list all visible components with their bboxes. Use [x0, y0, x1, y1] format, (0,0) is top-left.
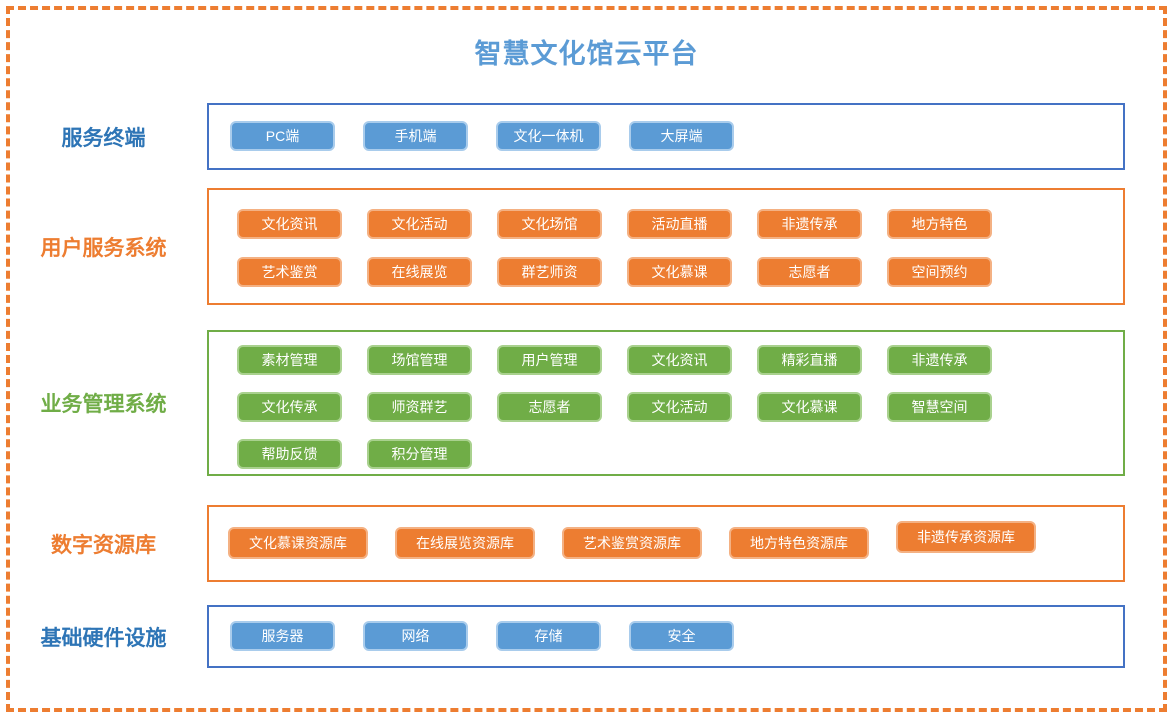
- terminal-pc[interactable]: PC端: [230, 121, 335, 151]
- business-mgmt-grid: 素材管理 场馆管理 用户管理 文化资讯 精彩直播 非遗传承 文化传承 师资群艺 …: [237, 345, 1123, 469]
- section-box-hardware: 服务器 网络 存储 安全: [207, 605, 1125, 668]
- res-online-exhibition-library[interactable]: 在线展览资源库: [395, 527, 535, 559]
- mgmt-culture-inheritance[interactable]: 文化传承: [237, 392, 342, 422]
- svc-art-appreciation[interactable]: 艺术鉴赏: [237, 257, 342, 287]
- mgmt-culture-news[interactable]: 文化资讯: [627, 345, 732, 375]
- section-label-terminals: 服务终端: [61, 126, 146, 150]
- mgmt-points[interactable]: 积分管理: [367, 439, 472, 469]
- mgmt-heritage[interactable]: 非遗传承: [887, 345, 992, 375]
- hardware-row: 服务器 网络 存储 安全: [230, 621, 1123, 651]
- section-label-hardware: 基础硬件设施: [40, 626, 167, 650]
- section-label-digital-resources: 数字资源库: [51, 533, 156, 557]
- svc-culture-news[interactable]: 文化资讯: [237, 209, 342, 239]
- section-box-terminals: PC端 手机端 文化一体机 大屏端: [207, 103, 1125, 170]
- svc-online-exhibition[interactable]: 在线展览: [367, 257, 472, 287]
- section-box-business-mgmt: 素材管理 场馆管理 用户管理 文化资讯 精彩直播 非遗传承 文化传承 师资群艺 …: [207, 330, 1125, 476]
- svc-volunteer[interactable]: 志愿者: [757, 257, 862, 287]
- mgmt-culture-mooc[interactable]: 文化慕课: [757, 392, 862, 422]
- svc-activity-live[interactable]: 活动直播: [627, 209, 732, 239]
- mgmt-venue[interactable]: 场馆管理: [367, 345, 472, 375]
- section-label-business-mgmt: 业务管理系统: [40, 393, 167, 416]
- mgmt-user[interactable]: 用户管理: [497, 345, 602, 375]
- section-box-digital-resources: 文化慕课资源库 在线展览资源库 艺术鉴赏资源库 地方特色资源库 非遗传承资源库: [207, 505, 1125, 582]
- svc-heritage[interactable]: 非遗传承: [757, 209, 862, 239]
- mgmt-teachers-folk-art[interactable]: 师资群艺: [367, 392, 472, 422]
- res-local-features-library[interactable]: 地方特色资源库: [729, 527, 869, 559]
- svc-culture-venue[interactable]: 文化场馆: [497, 209, 602, 239]
- terminal-culture-kiosk[interactable]: 文化一体机: [496, 121, 601, 151]
- mgmt-culture-activity[interactable]: 文化活动: [627, 392, 732, 422]
- terminal-mobile[interactable]: 手机端: [363, 121, 468, 151]
- mgmt-volunteer[interactable]: 志愿者: [497, 392, 602, 422]
- hw-storage[interactable]: 存储: [496, 621, 601, 651]
- res-heritage-library[interactable]: 非遗传承资源库: [896, 521, 1036, 553]
- hw-server[interactable]: 服务器: [230, 621, 335, 651]
- page-title: 智慧文化馆云平台: [474, 39, 699, 69]
- svc-culture-mooc[interactable]: 文化慕课: [627, 257, 732, 287]
- res-art-appreciation-library[interactable]: 艺术鉴赏资源库: [562, 527, 702, 559]
- mgmt-material[interactable]: 素材管理: [237, 345, 342, 375]
- mgmt-smart-space[interactable]: 智慧空间: [887, 392, 992, 422]
- svc-culture-activity[interactable]: 文化活动: [367, 209, 472, 239]
- res-culture-mooc-library[interactable]: 文化慕课资源库: [228, 527, 368, 559]
- hw-network[interactable]: 网络: [363, 621, 468, 651]
- mgmt-live[interactable]: 精彩直播: [757, 345, 862, 375]
- digital-resources-row: 文化慕课资源库 在线展览资源库 艺术鉴赏资源库 地方特色资源库 非遗传承资源库: [228, 521, 1123, 559]
- svc-folk-art-teachers[interactable]: 群艺师资: [497, 257, 602, 287]
- hw-security[interactable]: 安全: [629, 621, 734, 651]
- section-box-user-services: 文化资讯 文化活动 文化场馆 活动直播 非遗传承 地方特色 艺术鉴赏 在线展览 …: [207, 188, 1125, 305]
- svc-local-features[interactable]: 地方特色: [887, 209, 992, 239]
- mgmt-feedback[interactable]: 帮助反馈: [237, 439, 342, 469]
- svc-space-booking[interactable]: 空间预约: [887, 257, 992, 287]
- terminal-large-screen[interactable]: 大屏端: [629, 121, 734, 151]
- user-services-grid: 文化资讯 文化活动 文化场馆 活动直播 非遗传承 地方特色 艺术鉴赏 在线展览 …: [237, 209, 1123, 287]
- section-label-user-services: 用户服务系统: [40, 236, 167, 260]
- terminals-row: PC端 手机端 文化一体机 大屏端: [230, 121, 1123, 151]
